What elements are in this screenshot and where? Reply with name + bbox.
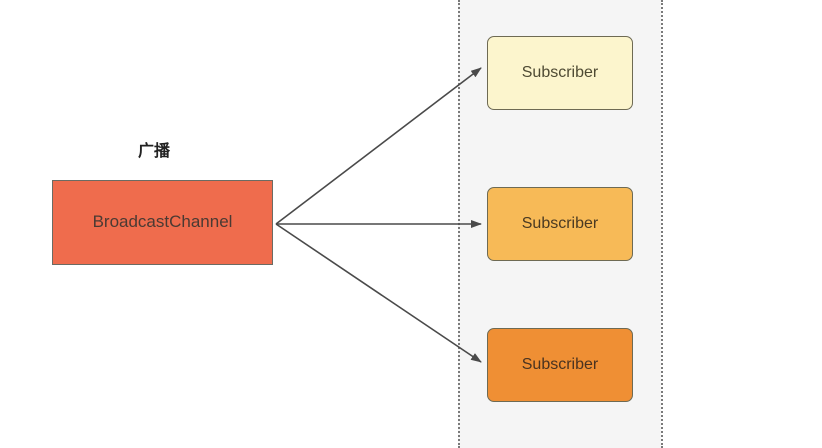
subscriber-node-3[interactable]: Subscriber bbox=[487, 328, 633, 402]
subscriber-label-3: Subscriber bbox=[521, 356, 599, 374]
broadcast-channel-label: BroadcastChannel bbox=[92, 212, 233, 232]
subscriber-node-1[interactable]: Subscriber bbox=[487, 36, 633, 110]
zone-boundary-line-right bbox=[661, 0, 663, 448]
subscriber-label-1: Subscriber bbox=[521, 64, 599, 82]
subscriber-node-2[interactable]: Subscriber bbox=[487, 187, 633, 261]
broadcast-channel-node[interactable]: BroadcastChannel bbox=[52, 180, 273, 265]
edge-to-subscriber-1 bbox=[275, 67, 482, 225]
subscriber-label-2: Subscriber bbox=[521, 215, 599, 233]
edge-to-subscriber-3 bbox=[275, 223, 482, 363]
broadcast-caption-label: 广播 bbox=[138, 143, 171, 160]
